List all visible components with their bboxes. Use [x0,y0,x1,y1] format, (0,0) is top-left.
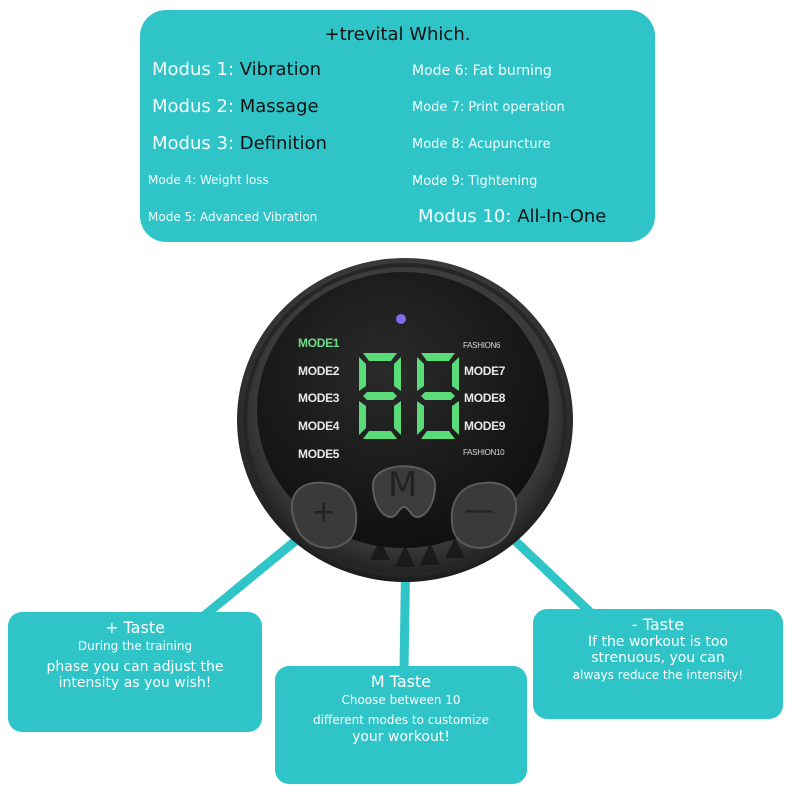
mode-10-item: Modus 10: All-In-One [418,206,606,227]
ems-device: MODE1 MODE2 MODE3 MODE4 MODE5 FASHION6 M… [235,255,575,585]
mode-1-value: Vibration [239,59,321,80]
mode-1-item: Modus 1: Vibration [152,59,321,80]
mode-1-key: Modus 1: [152,59,234,80]
device-label-mode9: MODE9 [464,419,506,433]
mode-button-shape [371,465,437,519]
mode-7-item: Mode 7: Print operation [412,100,565,115]
mode-callout-line1: Choose between 10 [341,693,461,707]
minus-button-shape [450,481,518,549]
mode-callout-title: M Taste [370,672,432,691]
device-label-fashion6: FASHION6 [463,341,501,350]
digit-display [359,353,459,439]
indicator-light [396,314,406,324]
minus-callout-line3: always reduce the intensity! [572,668,744,682]
plus-callout: + Taste During the training phase you ca… [8,612,262,732]
mode-10-value: All-In-One [517,206,607,227]
mode-8-item: Mode 8: Acupuncture [412,137,551,152]
minus-callout: - Taste If the workout is too strenuous,… [533,609,783,719]
mode-3-key: Modus 3: [152,133,234,154]
plus-callout-line1: During the training [77,639,193,653]
mode-2-key: Modus 2: [152,96,234,117]
minus-callout-title: - Taste [631,615,685,634]
device-label-mode7: MODE7 [464,364,506,378]
bottom-teeth [370,538,465,567]
device-label-mode4: MODE4 [298,419,340,433]
plus-connector-line [200,528,310,620]
mode-button[interactable]: M [388,465,418,505]
device-label-mode5: MODE5 [298,447,340,461]
device-label-mode3: MODE3 [298,391,340,405]
device-label-mode2: MODE2 [298,364,340,378]
mode-9-item: Mode 9: Tightening [412,174,538,189]
mode-3-value: Definition [239,133,327,154]
plus-callout-line3: intensity as you wish! [58,675,212,691]
mode-6-item: Mode 6: Fat burning [412,63,552,79]
plus-button-shape [290,481,358,549]
mode-5-item: Mode 5: Advanced Vibration [148,210,318,224]
mode-2-item: Modus 2: Massage [152,96,319,117]
device-label-mode8: MODE8 [464,391,506,405]
mode-callout-line2: different modes to customize [313,713,489,727]
minus-callout-line2: strenuous, you can [591,650,725,666]
modes-panel-title: +trevital Which. [324,24,471,45]
mode-callout-line3: your workout! [352,729,450,745]
plus-callout-title: + Taste [105,618,165,637]
mode-2-value: Massage [239,96,319,117]
mode-callout: M Taste Choose between 10 different mode… [275,666,527,784]
minus-connector-line [502,528,595,617]
mode-4-item: Mode 4: Weight loss [148,173,269,187]
plus-callout-line2: phase you can adjust the [46,659,224,675]
device-face [257,272,549,548]
device-label-mode1: MODE1 [298,336,340,350]
mode-10-key: Modus 10: [418,206,512,227]
device-label-fashion10: FASHION10 [463,448,505,457]
device-body [237,258,573,582]
modes-panel: +trevital Which. Modus 1: Vibration Modu… [140,10,655,242]
minus-callout-line1: If the workout is too [588,634,728,650]
plus-button[interactable]: + [311,495,337,530]
minus-button[interactable]: — [464,493,494,528]
mode-3-item: Modus 3: Definition [152,133,327,154]
